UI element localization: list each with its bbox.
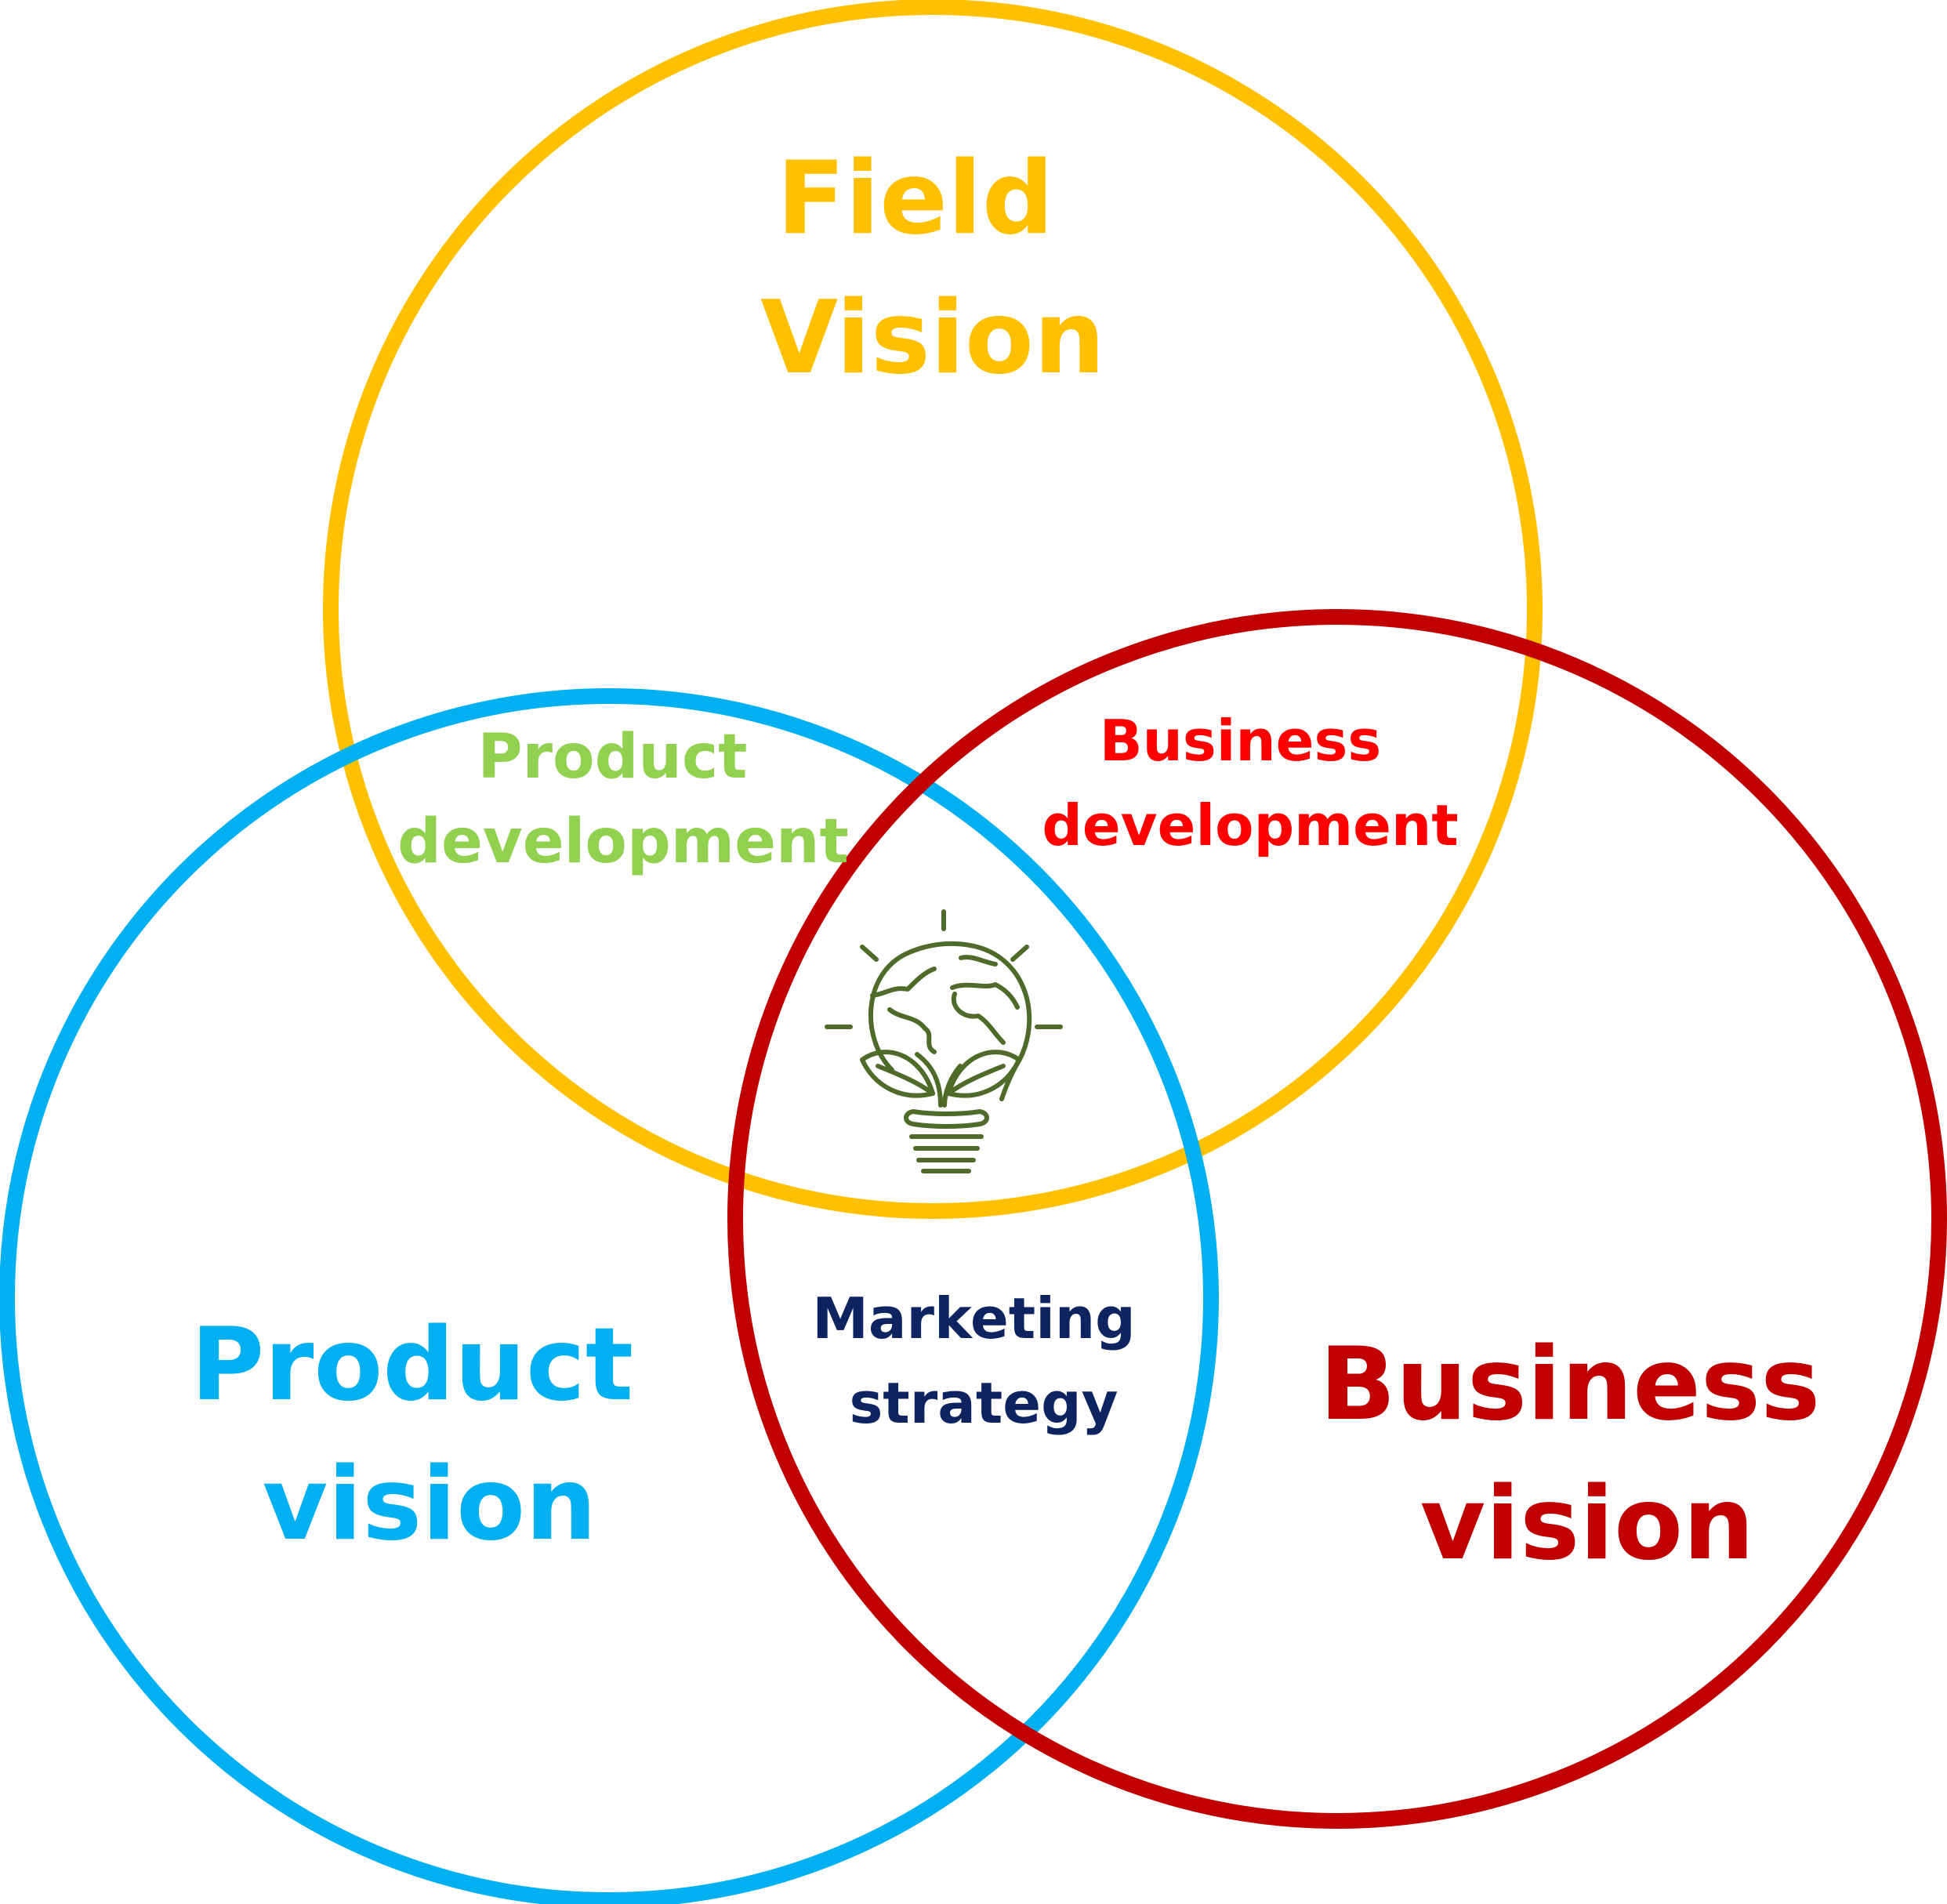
field-vision-circle [323,0,1543,1219]
business-development-label: Business development [1042,708,1458,858]
business-vision-line2: vision [1420,1466,1754,1583]
product-vision-line2: vision [263,1446,596,1563]
product-development-line2: development [397,807,849,877]
product-vision-circle [0,688,1219,1904]
product-development-label: Product development [397,722,849,877]
product-vision-line1: Product [190,1307,633,1423]
marketing-strategy-line1: Marketing [812,1286,1135,1351]
field-vision-label: Field Vision [760,140,1105,397]
business-vision-line1: Business [1319,1326,1820,1443]
business-development-line1: Business [1100,708,1381,774]
marketing-strategy-line2: strategy [849,1370,1118,1436]
product-vision-label: Product vision [190,1307,668,1563]
business-development-line2: development [1042,792,1458,858]
product-development-line1: Product [477,722,747,792]
field-vision-line2: Vision [760,280,1105,397]
lightbulb-globe-icon [825,909,1063,1173]
business-vision-circle [727,609,1947,1829]
marketing-strategy-label: Marketing strategy [812,1286,1155,1436]
field-vision-line1: Field [777,140,1054,257]
business-vision-label: Business vision [1319,1326,1855,1583]
